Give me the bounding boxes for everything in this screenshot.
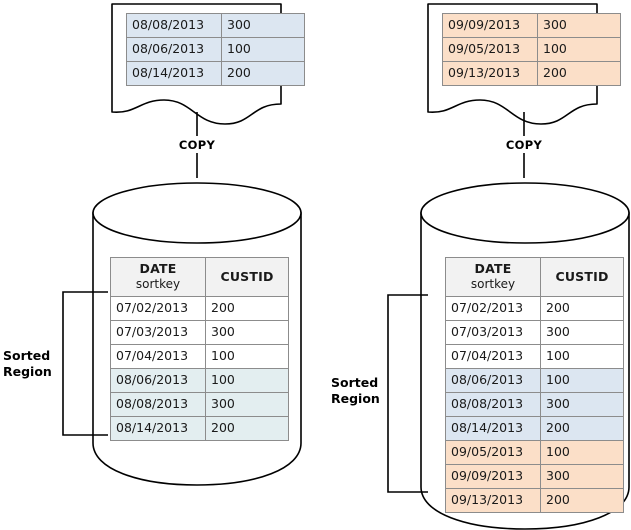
table-row: 09/09/2013 300	[442, 13, 621, 38]
cell-custid: 300	[205, 319, 289, 345]
right-cylinder-top-ellipse	[420, 182, 630, 244]
header-date-sub: sortkey	[135, 276, 181, 291]
right-sorted-region-bracket	[387, 294, 428, 493]
cell-date: 08/06/2013	[126, 37, 222, 62]
cell-custid: 300	[221, 13, 305, 38]
left-copy-label: COPY	[178, 138, 216, 152]
cell-custid: 200	[221, 61, 305, 86]
cell-date: 09/13/2013	[445, 487, 541, 513]
cell-date: 08/06/2013	[445, 367, 541, 393]
left-sorted-region-label-line2: Region	[3, 363, 52, 379]
table-row: 07/03/2013 300	[445, 319, 624, 345]
cell-custid: 300	[540, 391, 624, 417]
table-row: 07/03/2013 300	[110, 319, 289, 345]
left-sorted-region-label-line1: Sorted	[3, 348, 51, 363]
table-row: 09/09/2013 300	[445, 463, 624, 489]
header-date-sub: sortkey	[470, 276, 516, 291]
left-sorted-region-bracket	[62, 291, 108, 436]
table-row: 08/08/2013 300	[126, 13, 305, 38]
table-row: 08/06/2013 100	[445, 367, 624, 393]
right-sorted-region-label-line2: Region	[331, 390, 380, 406]
right-cylinder-rows: 07/02/2013 200 07/03/2013 300 07/04/2013…	[445, 295, 624, 513]
cell-custid: 200	[540, 415, 624, 441]
header-date: DATE sortkey	[445, 257, 541, 297]
cell-custid: 200	[540, 295, 624, 321]
cell-custid: 100	[540, 343, 624, 369]
cell-date: 07/02/2013	[445, 295, 541, 321]
cell-custid: 200	[537, 61, 621, 86]
header-date-main: DATE	[139, 261, 177, 276]
left-cylinder-table: DATE sortkey CUSTID 07/02/2013 200 07/03…	[110, 257, 289, 441]
table-row: 08/14/2013 200	[126, 61, 305, 86]
cell-date: 09/05/2013	[442, 37, 538, 62]
cell-date: 09/09/2013	[442, 13, 538, 38]
header-custid-main: CUSTID	[555, 268, 609, 284]
right-sorted-region-label: Sorted Region	[331, 375, 380, 406]
cell-date: 09/05/2013	[445, 439, 541, 465]
cell-date: 09/13/2013	[442, 61, 538, 86]
table-row: 08/08/2013 300	[445, 391, 624, 417]
left-cylinder-top-ellipse	[92, 182, 302, 244]
header-custid: CUSTID	[205, 257, 289, 297]
right-cylinder-table-head: DATE sortkey CUSTID	[445, 257, 624, 297]
cell-custid: 300	[540, 319, 624, 345]
table-row: 09/05/2013 100	[445, 439, 624, 465]
table-row: 08/08/2013 300	[110, 391, 289, 417]
right-cylinder-table: DATE sortkey CUSTID 07/02/2013 200 07/03…	[445, 257, 624, 513]
cell-date: 08/06/2013	[110, 367, 206, 393]
right-sorted-region-label-line1: Sorted	[331, 375, 379, 390]
cell-custid: 100	[205, 343, 289, 369]
table-row: 07/02/2013 200	[110, 295, 289, 321]
left-document-table: 08/08/2013 300 08/06/2013 100 08/14/2013…	[126, 13, 305, 86]
cell-date: 07/02/2013	[110, 295, 206, 321]
cell-date: 08/08/2013	[110, 391, 206, 417]
cell-custid: 300	[205, 391, 289, 417]
left-sorted-region-label: Sorted Region	[3, 348, 52, 379]
cell-date: 08/14/2013	[110, 415, 206, 441]
cell-date: 08/14/2013	[126, 61, 222, 86]
cell-custid: 100	[540, 367, 624, 393]
table-row: 08/14/2013 200	[110, 415, 289, 441]
header-date: DATE sortkey	[110, 257, 206, 297]
table-row: 09/05/2013 100	[442, 37, 621, 62]
table-row: 08/06/2013 100	[126, 37, 305, 62]
cell-date: 09/09/2013	[445, 463, 541, 489]
cell-custid: 300	[540, 463, 624, 489]
cell-custid: 200	[205, 295, 289, 321]
cell-date: 07/04/2013	[110, 343, 206, 369]
cell-custid: 100	[537, 37, 621, 62]
right-copy-label: COPY	[505, 138, 543, 152]
cell-custid: 300	[537, 13, 621, 38]
header-custid: CUSTID	[540, 257, 624, 297]
table-row: 07/04/2013 100	[445, 343, 624, 369]
cell-date: 07/03/2013	[445, 319, 541, 345]
right-document-table: 09/09/2013 300 09/05/2013 100 09/13/2013…	[442, 13, 621, 86]
table-row: 07/02/2013 200	[445, 295, 624, 321]
left-cylinder-table-head: DATE sortkey CUSTID	[110, 257, 289, 297]
cell-custid: 200	[205, 415, 289, 441]
left-cylinder-rows: 07/02/2013 200 07/03/2013 300 07/04/2013…	[110, 295, 289, 441]
table-row: 07/04/2013 100	[110, 343, 289, 369]
cell-custid: 100	[221, 37, 305, 62]
table-row: 08/14/2013 200	[445, 415, 624, 441]
table-header-row: DATE sortkey CUSTID	[445, 257, 624, 297]
left-document-rows: 08/08/2013 300 08/06/2013 100 08/14/2013…	[126, 13, 305, 86]
cell-custid: 100	[205, 367, 289, 393]
cell-date: 07/04/2013	[445, 343, 541, 369]
cell-date: 08/08/2013	[126, 13, 222, 38]
cell-date: 08/14/2013	[445, 415, 541, 441]
cell-date: 08/08/2013	[445, 391, 541, 417]
header-date-main: DATE	[474, 261, 512, 276]
cell-date: 07/03/2013	[110, 319, 206, 345]
right-document-rows: 09/09/2013 300 09/05/2013 100 09/13/2013…	[442, 13, 621, 86]
table-row: 08/06/2013 100	[110, 367, 289, 393]
table-header-row: DATE sortkey CUSTID	[110, 257, 289, 297]
cell-custid: 200	[540, 487, 624, 513]
table-row: 09/13/2013 200	[442, 61, 621, 86]
header-custid-main: CUSTID	[220, 268, 274, 284]
cell-custid: 100	[540, 439, 624, 465]
table-row: 09/13/2013 200	[445, 487, 624, 513]
